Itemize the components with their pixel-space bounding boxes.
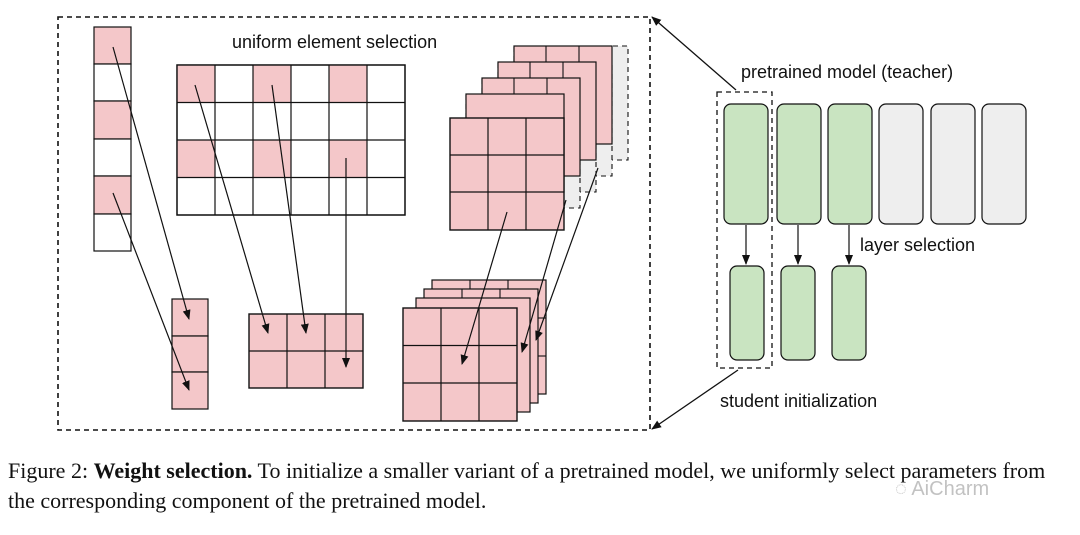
caption-body: To initialize a smaller variant of a pre… — [8, 458, 1046, 513]
source-tensor-stack — [449, 45, 629, 231]
target-tensor-stack — [402, 279, 547, 422]
watermark-logo: ◌ AiCharm — [895, 478, 990, 500]
layer-selection-label: layer selection — [860, 235, 975, 255]
teacher-label: pretrained model (teacher) — [741, 62, 953, 82]
selected-layer-dashed-box — [716, 91, 773, 369]
caption-bold-title: Weight selection. — [93, 458, 253, 483]
zoom-arrows — [651, 16, 739, 430]
caption-prefix: Figure 2: — [8, 458, 94, 483]
layer-selection-arrows — [742, 225, 853, 265]
weight-selection-diagram: uniform element selection pretrained mod… — [57, 16, 1027, 431]
source-matrix — [176, 64, 406, 216]
uniform-element-selection-label: uniform element selection — [232, 32, 437, 52]
target-vector — [171, 298, 209, 410]
selection-dashed-box — [57, 16, 651, 431]
figure-caption: Figure 2: Weight selection. To initializ… — [8, 456, 1072, 516]
student-initialization-label: student initialization — [720, 391, 877, 411]
student-layers — [729, 265, 867, 361]
teacher-layers — [723, 103, 1027, 225]
selection-arrows — [112, 46, 599, 391]
source-vector — [93, 26, 132, 252]
